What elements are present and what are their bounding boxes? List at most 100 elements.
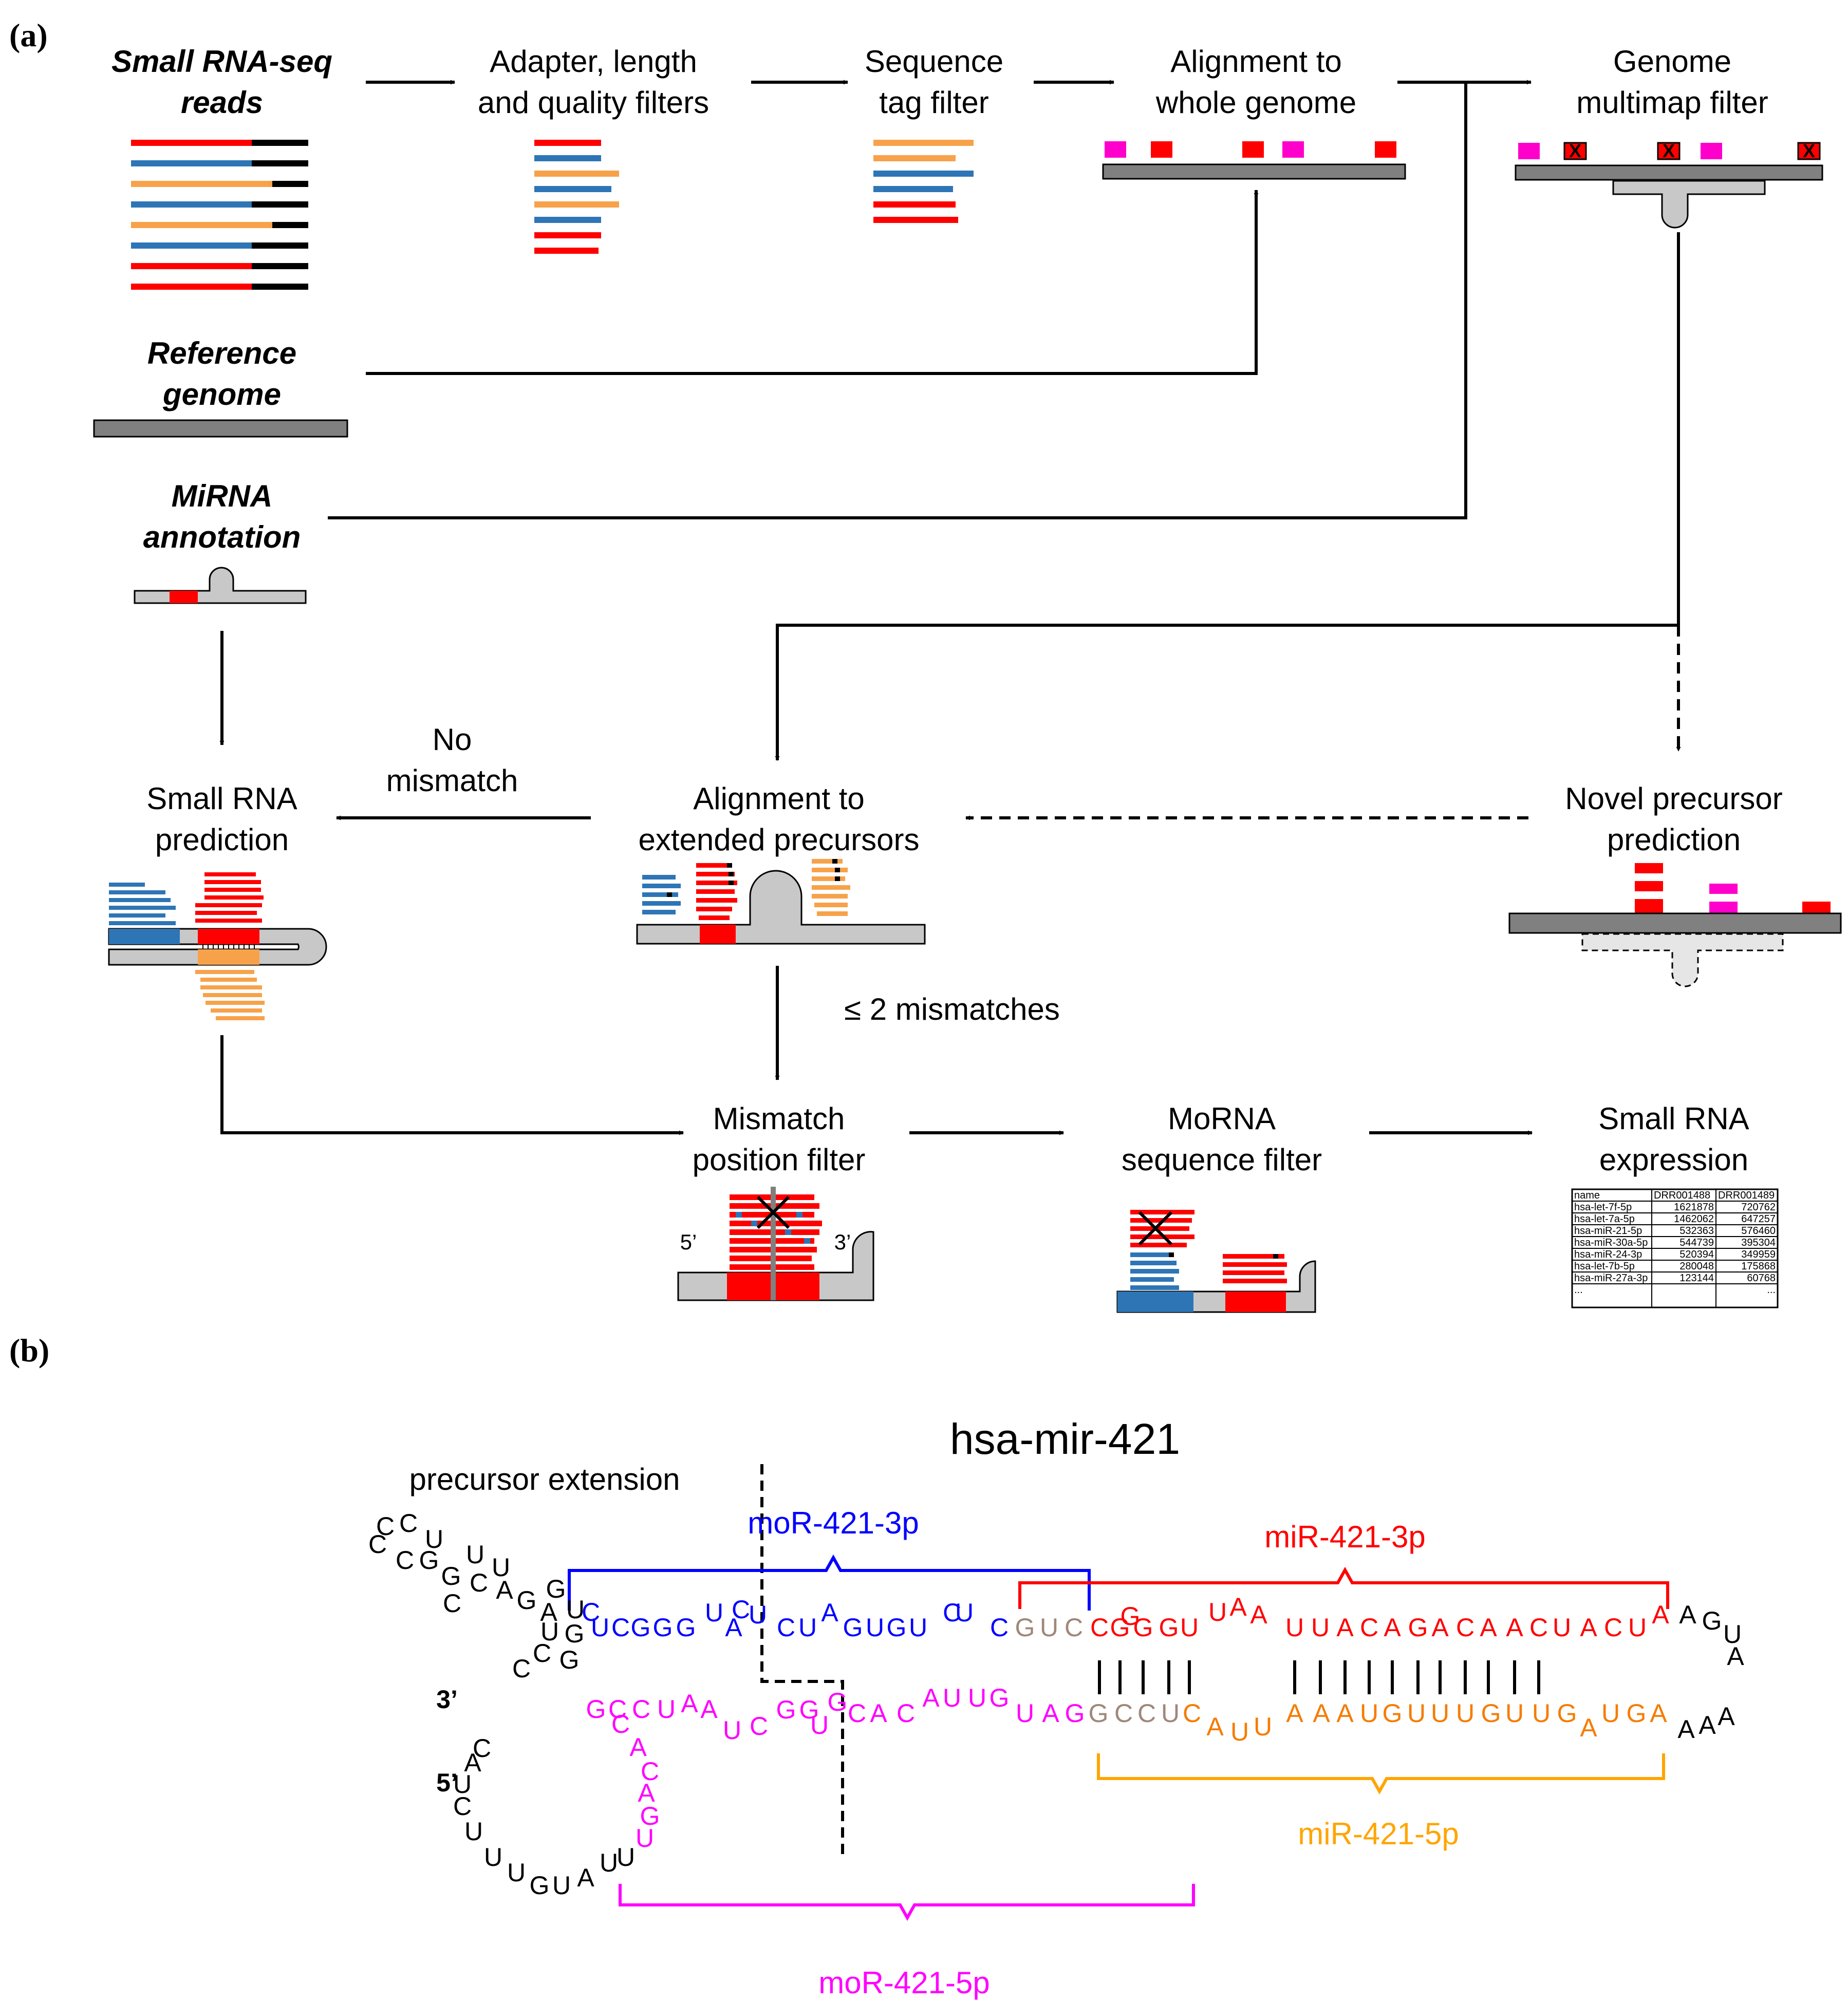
- nucleotide: C: [732, 1595, 750, 1624]
- nucleotide: A: [1580, 1713, 1597, 1742]
- expression-table-cell: hsa-let-7b-5p: [1574, 1261, 1635, 1272]
- input-reference-genome: Reference genome: [93, 336, 348, 438]
- no-mismatch-label-line1: No: [433, 722, 472, 757]
- nucleotide: U: [705, 1598, 723, 1627]
- multimap-cross-3: X: [1803, 140, 1815, 161]
- nucleotide: U: [425, 1525, 443, 1554]
- edge-annotation-to-align-junction: [328, 82, 1467, 519]
- expression-table-cell: hsa-miR-30a-5p: [1574, 1237, 1648, 1248]
- nucleotide: G: [776, 1695, 796, 1724]
- nucleotide: U: [1161, 1699, 1180, 1728]
- nucleotide: U: [1628, 1613, 1647, 1642]
- nucleotide: G: [1159, 1613, 1179, 1642]
- nucleotide: A: [681, 1689, 698, 1718]
- nucleotide: U: [1553, 1613, 1571, 1642]
- bracket-mir-421-3p: miR-421-3p: [1018, 1520, 1669, 1609]
- nucleotide: U: [1040, 1613, 1058, 1642]
- morna-label-line1: MoRNA: [1168, 1101, 1276, 1136]
- annotation-label-line1: MiRNA: [172, 479, 273, 513]
- nucleotide: U: [507, 1858, 526, 1887]
- nucleotide: A: [1580, 1613, 1597, 1642]
- multimap-cross-2: X: [1663, 140, 1675, 161]
- nucleotide: C: [582, 1598, 600, 1626]
- collapsed-tags-icon: [873, 140, 974, 223]
- nucleotide: G: [1702, 1606, 1722, 1635]
- prediction-label-line1: Small RNA: [146, 781, 297, 816]
- nucleotide: A: [1506, 1613, 1523, 1642]
- nucleotide: U: [1532, 1699, 1551, 1728]
- expression-table-cell: hsa-miR-27a-3p: [1574, 1273, 1648, 1284]
- nucleotide: A: [638, 1779, 655, 1807]
- nucleotide: C: [1529, 1613, 1548, 1642]
- nucleotide: U: [1285, 1613, 1304, 1642]
- nucleotide: G: [1408, 1613, 1428, 1642]
- expression-table-cell: 60768: [1747, 1273, 1776, 1284]
- multimap-label-line1: Genome: [1613, 44, 1731, 79]
- adapter-label-line1: Adapter, length: [490, 44, 697, 79]
- expression-table-cell: DRR001489: [1718, 1190, 1775, 1201]
- nucleotide: C: [376, 1512, 395, 1541]
- nucleotide: G: [887, 1613, 907, 1642]
- step-alignment-whole-genome: Alignment to whole genome: [1102, 44, 1406, 180]
- nucleotide: U: [943, 1683, 961, 1712]
- nucleotide: G: [1089, 1699, 1109, 1728]
- nucleotide: C: [848, 1699, 866, 1728]
- novel-label-line2: prediction: [1607, 822, 1741, 857]
- expression-label-line2: expression: [1599, 1143, 1748, 1177]
- input-small-rna-seq-reads: Small RNA-seq reads: [111, 44, 332, 290]
- nucleotide: C: [1114, 1699, 1133, 1728]
- nucleotide: C: [443, 1589, 461, 1618]
- nucleotide: G: [640, 1802, 660, 1830]
- nucleotide: G: [1065, 1699, 1085, 1728]
- nucleotide: C: [1183, 1699, 1201, 1728]
- nucleotide: U: [1723, 1620, 1742, 1649]
- expression-table-cell: ...: [1574, 1284, 1583, 1296]
- adapter-label-line2: and quality filters: [478, 85, 709, 120]
- reads-label-line1: Small RNA-seq: [111, 44, 332, 79]
- nucleotide: U: [798, 1613, 817, 1642]
- nucleotide: U: [464, 1817, 483, 1846]
- nucleotide: G: [517, 1586, 537, 1615]
- nucleotide: A: [540, 1598, 557, 1626]
- nucleotide: U: [968, 1683, 986, 1712]
- nucleotide: A: [1650, 1699, 1667, 1728]
- nucleotide: C: [632, 1695, 650, 1724]
- align-ext-label-line1: Alignment to: [693, 781, 865, 816]
- genome-label-line2: genome: [162, 377, 281, 411]
- nucleotide: A: [725, 1613, 742, 1642]
- expression-table-cell: hsa-let-7a-5p: [1574, 1213, 1635, 1225]
- nucleotide: G: [676, 1613, 696, 1642]
- expression-table-cell: 175868: [1741, 1261, 1776, 1272]
- no-mismatch-label-line2: mismatch: [386, 763, 518, 798]
- nucleotide: A: [1286, 1699, 1303, 1728]
- nucleotide: G: [843, 1613, 863, 1642]
- step-adapter-length-quality: Adapter, length and quality filters: [478, 44, 709, 254]
- prediction-label-line2: prediction: [155, 822, 289, 857]
- nucleotide: U: [636, 1824, 654, 1853]
- nucleotide: G: [990, 1683, 1010, 1712]
- raw-reads-icon: [131, 140, 308, 290]
- align-genome-label-line2: whole genome: [1155, 85, 1356, 120]
- nucleotide: G: [559, 1645, 580, 1674]
- nucleotide: A: [1718, 1702, 1735, 1731]
- nucleotide: A: [1652, 1600, 1669, 1629]
- nucleotide: U: [484, 1843, 502, 1872]
- nucleotide: A: [1336, 1613, 1354, 1642]
- bracket-mor-421-5p: moR-421-5p: [619, 1884, 1195, 2000]
- morna-filter-icon: [1116, 1210, 1316, 1313]
- nucleotide: U: [1360, 1699, 1378, 1728]
- annotation-label-line2: annotation: [143, 520, 301, 554]
- nucleotide: C: [943, 1598, 961, 1627]
- input-mirna-annotation: MiRNA annotation: [134, 479, 307, 604]
- nucleotide: U: [749, 1600, 767, 1629]
- nucleotide: U: [466, 1540, 484, 1569]
- nucleotide: U: [1208, 1598, 1227, 1626]
- nucleotide: C: [611, 1710, 630, 1738]
- nucleotide: U: [866, 1613, 884, 1642]
- expression-table-cell: DRR001488: [1654, 1190, 1710, 1201]
- novel-precursor-icon: [1508, 863, 1842, 987]
- nucleotide: A: [464, 1748, 481, 1777]
- expression-table-cell: 1462062: [1674, 1213, 1714, 1225]
